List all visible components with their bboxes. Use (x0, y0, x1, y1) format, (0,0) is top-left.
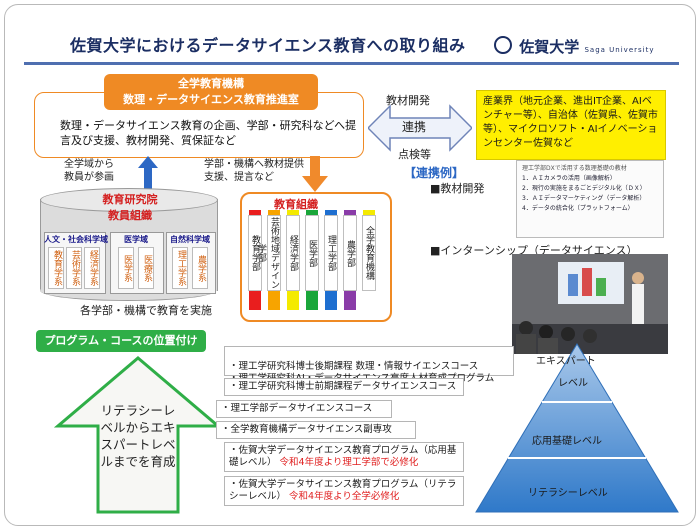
institute-cylinder-top (40, 188, 218, 212)
faculty-participation-label: 全学域から 教員が参画 (64, 159, 114, 183)
support-label: 学部・機構へ教材提供 支援、提言など (204, 159, 304, 183)
course-item: ・佐賀大学データサイエンス教育プログラム（応用基礎レベル） 令和4年度より理工学… (224, 442, 464, 472)
page-title: 佐賀大学におけるデータサイエンス教育への取り組み (70, 36, 466, 55)
unit-economics: 経済学系 (84, 247, 100, 289)
course-note: 令和4年度より理工学部で必修化 (279, 457, 419, 468)
course-text: ・理工学研究科博士前期課程データサイエンスコース (229, 381, 457, 392)
unit-medical-care: 医療系 (138, 247, 154, 289)
promotion-office-header: 全学教育機構 数理・データサイエンス教育推進室 (104, 74, 318, 110)
organization-unit: 経済学部 (286, 215, 300, 291)
organization-unit: 教育学部 (248, 215, 262, 291)
materials-label: 教材開発 (386, 94, 430, 107)
logo-seal-icon (494, 36, 512, 54)
growth-up-arrow (54, 356, 222, 514)
slide-frame (4, 4, 696, 526)
promotion-office-line2: 数理・データサイエンス教育推進室 (123, 93, 299, 106)
course-note: 令和4年度より全学必修化 (289, 491, 400, 502)
unit-medicine: 医学系 (118, 247, 134, 289)
implementation-note: 各学部・機構で教育を実施 (80, 304, 212, 317)
growth-arrow-text: リテラシーレベルからエキスパートレベルまでを育成 (100, 403, 176, 469)
inspection-label: 点検等 (398, 148, 431, 161)
unit-science-engineering: 理工学系 (172, 247, 188, 289)
course-item: ・佐賀大学データサイエンス教育プログラム（リテラシーレベル） 令和4年度より全学… (224, 476, 464, 506)
pyramid-applied-label: 応用基礎レベル (532, 436, 602, 447)
promotion-office-description: 数理・データサイエンス教育の企画、学部・研究科などへ提言及び支援、教材開発、質保… (60, 119, 357, 147)
institute-subtitle: 教員組織 (108, 209, 152, 222)
blue-up-arrow (138, 156, 158, 190)
unit-arts: 芸術学系 (66, 247, 82, 289)
pyramid-literacy-label: リテラシーレベル (528, 488, 608, 499)
course-text: ・全学教育機構データサイエンス副専攻 (221, 424, 392, 435)
course-item: ・理工学部データサイエンスコース (216, 400, 392, 418)
cooperation-example-title: 【連携例】 (404, 166, 465, 180)
domain-label: 医学域 (124, 235, 148, 244)
logo-text: 佐賀大学 (519, 38, 580, 56)
organization-unit: 理工学部 (324, 215, 338, 291)
unit-education: 教育学系 (48, 247, 64, 289)
level-pyramid (475, 343, 679, 513)
organization-unit: 全学教育機構 (362, 215, 376, 291)
organization-unit: 農学部 (343, 215, 357, 291)
pyramid-expert-label-2: レベル (558, 378, 588, 389)
course-text: ・理工学部データサイエンスコース (221, 403, 373, 414)
course-item: ・理工学研究科博士後期課程 数理・情報サイエンスコース ・理工学研究科AI・デー… (224, 346, 514, 384)
thumbnail-title: 理工学部DXで活用する数理基礎の教材 (522, 165, 627, 172)
course-item: ・理工学研究科博士前期課程データサイエンスコース (224, 378, 464, 396)
thumbnail-line: 2．現行の実施をまるごとデジタル化（ＤＸ） (522, 185, 646, 192)
partners-box: 産業界（地元企業、進出IT企業、AIベンチャー等）、自治体（佐賀県、佐賀市等）、… (476, 90, 666, 160)
title-divider (24, 62, 679, 65)
domain-label: 自然科学域 (170, 235, 210, 244)
domain-label: 人文・社会科学域 (44, 235, 108, 244)
pyramid-expert-label: エキスパート (536, 356, 596, 367)
internship-photo (512, 254, 668, 354)
thumbnail-line: 3．ＡＩデータマーケティング（データ解析） (522, 195, 646, 202)
cooperation-arrow (368, 104, 472, 152)
program-positioning-header: プログラム・コースの位置付け (36, 330, 206, 352)
organization-unit: 芸術地域デザイン学部 (256, 215, 281, 291)
organization-unit: 医学部 (305, 215, 319, 291)
course-text: ・佐賀大学データサイエンス教育プログラム（応用基礎レベル） (229, 445, 457, 468)
cooperation-label: 連携 (402, 120, 427, 134)
university-logo: 佐賀大学 Saga University (494, 36, 655, 57)
example-materials: ■教材開発 (430, 182, 485, 195)
promotion-office-line1: 全学教育機構 (178, 77, 244, 90)
example-internship: ■インターンシップ（データサイエンス） (430, 244, 638, 257)
logo-sub: Saga University (584, 46, 655, 54)
thumbnail-line: 4．データの統合化（プラットフォーム） (522, 205, 634, 212)
course-text: ・佐賀大学データサイエンス教育プログラム（リテラシーレベル） (229, 479, 457, 502)
internship-photo-image (512, 254, 668, 354)
education-organization-title: 教育組織 (274, 198, 318, 211)
teaching-material-thumbnail: 理工学部DXで活用する数理基礎の教材 1．ＡＩカメラの活用（画像解析） 2．現行… (516, 160, 664, 238)
institute-title: 教育研究院 (102, 193, 158, 206)
unit-agriculture: 農学系 (192, 247, 208, 289)
course-item: ・全学教育機構データサイエンス副専攻 (216, 421, 416, 439)
orange-down-arrow (302, 156, 328, 192)
thumbnail-line: 1．ＡＩカメラの活用（画像解析） (522, 175, 616, 182)
